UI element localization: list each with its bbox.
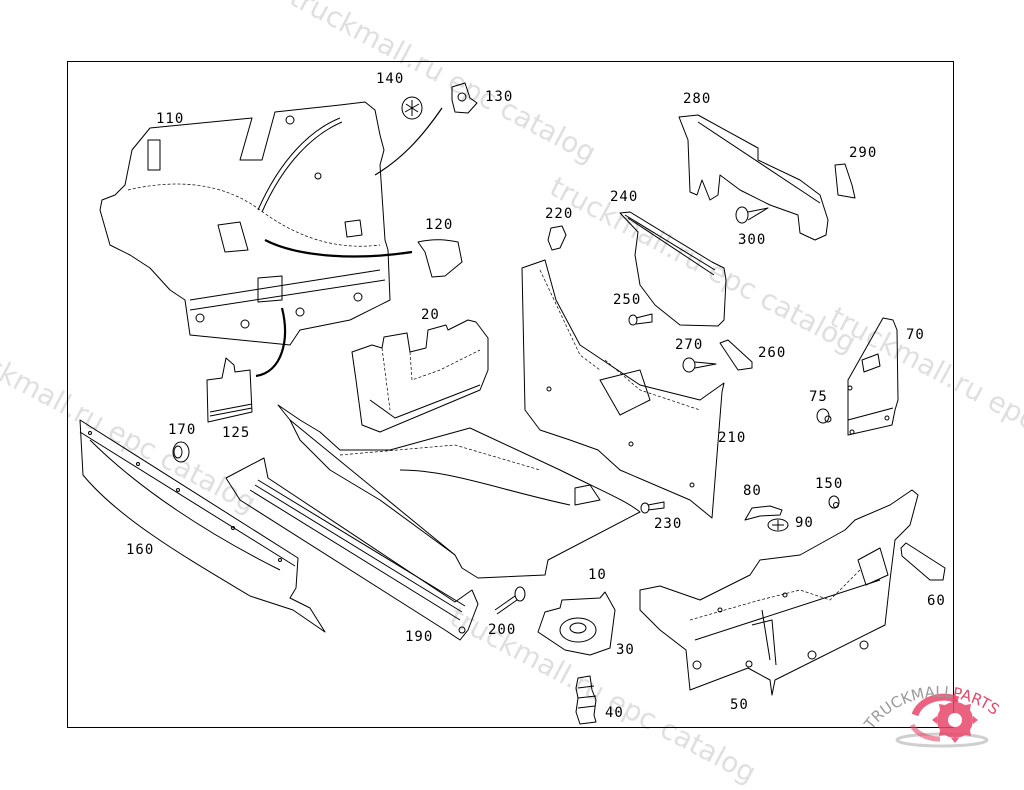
part-label-50[interactable]: 50: [730, 697, 749, 713]
part-270-screw[interactable]: [682, 357, 717, 373]
part-label-210[interactable]: 210: [718, 430, 747, 446]
part-label-230[interactable]: 230: [654, 516, 683, 532]
part-160-front-panel-strip[interactable]: [79, 419, 326, 633]
part-220-expanding-rivet[interactable]: [547, 225, 567, 251]
logo-text: TRUCKMALLPARTS: [860, 683, 1003, 734]
part-75-clip[interactable]: [816, 408, 832, 424]
part-label-160[interactable]: 160: [126, 542, 155, 558]
part-label-10[interactable]: 10: [588, 567, 607, 583]
part-210-side-wall-panel[interactable]: [521, 259, 725, 519]
part-label-280[interactable]: 280: [683, 91, 712, 107]
arrow-130: [374, 107, 443, 176]
part-label-125[interactable]: 125: [222, 425, 251, 441]
gear-icon: [909, 693, 978, 743]
part-label-260[interactable]: 260: [758, 345, 787, 361]
part-label-290[interactable]: 290: [849, 145, 878, 161]
part-120-insulation-patch[interactable]: [417, 239, 463, 278]
part-90-grommet[interactable]: [767, 518, 789, 532]
part-label-30[interactable]: 30: [616, 642, 635, 658]
part-110-wheel-arch-lining[interactable]: [99, 101, 391, 346]
part-label-40[interactable]: 40: [605, 705, 624, 721]
part-label-110[interactable]: 110: [156, 111, 185, 127]
part-label-120[interactable]: 120: [425, 217, 454, 233]
part-230-expanding-rivet[interactable]: [640, 501, 665, 514]
part-240-cover-panel[interactable]: [619, 211, 727, 327]
part-label-300[interactable]: 300: [738, 232, 767, 248]
part-label-200[interactable]: 200: [488, 622, 517, 638]
logo-swoosh: [895, 732, 989, 748]
truckmallparts-logo: TRUCKMALLPARTS: [860, 683, 1003, 748]
part-140-plug[interactable]: [401, 96, 423, 120]
part-label-190[interactable]: 190: [405, 629, 434, 645]
part-80-trim-cover[interactable]: [744, 505, 783, 521]
part-70-side-cover-plate[interactable]: [847, 317, 899, 436]
part-label-80[interactable]: 80: [743, 483, 762, 499]
part-label-20[interactable]: 20: [421, 307, 440, 323]
part-label-70[interactable]: 70: [906, 327, 925, 343]
part-label-170[interactable]: 170: [168, 422, 197, 438]
part-label-270[interactable]: 270: [675, 337, 704, 353]
part-300-screw[interactable]: [735, 206, 769, 224]
part-label-60[interactable]: 60: [927, 593, 946, 609]
part-20-center-console-bracket[interactable]: [351, 319, 489, 433]
part-30-mount-bracket[interactable]: [537, 591, 616, 656]
part-260-clip[interactable]: [719, 339, 753, 371]
parts-diagram: [79, 82, 946, 725]
part-130-clip-nut[interactable]: [451, 82, 478, 114]
part-40-buffer-stop[interactable]: [575, 675, 597, 725]
part-170-plug[interactable]: [172, 441, 190, 463]
part-150-clip[interactable]: [828, 495, 840, 509]
part-290-clip[interactable]: [834, 163, 856, 199]
part-label-140[interactable]: 140: [376, 71, 405, 87]
part-label-250[interactable]: 250: [613, 292, 642, 308]
part-10-floor-panel[interactable]: [277, 404, 641, 579]
part-label-220[interactable]: 220: [545, 206, 574, 222]
part-280-bracket-rail[interactable]: [678, 114, 829, 241]
part-125-insulation-patch-small[interactable]: [206, 357, 253, 423]
diagram-frame: [67, 61, 954, 728]
part-60-pin[interactable]: [900, 542, 946, 581]
part-label-90[interactable]: 90: [795, 515, 814, 531]
arrow-120: [264, 239, 413, 258]
part-label-150[interactable]: 150: [815, 476, 844, 492]
part-190-sill-rail[interactable]: [225, 457, 479, 641]
part-200-screw[interactable]: [494, 586, 526, 615]
arrow-125: [255, 307, 286, 378]
part-label-130[interactable]: 130: [485, 89, 514, 105]
part-50-side-floor-panel[interactable]: [639, 489, 919, 696]
part-label-240[interactable]: 240: [610, 189, 639, 205]
part-250-expanding-rivet[interactable]: [628, 313, 653, 326]
part-label-75[interactable]: 75: [809, 389, 828, 405]
